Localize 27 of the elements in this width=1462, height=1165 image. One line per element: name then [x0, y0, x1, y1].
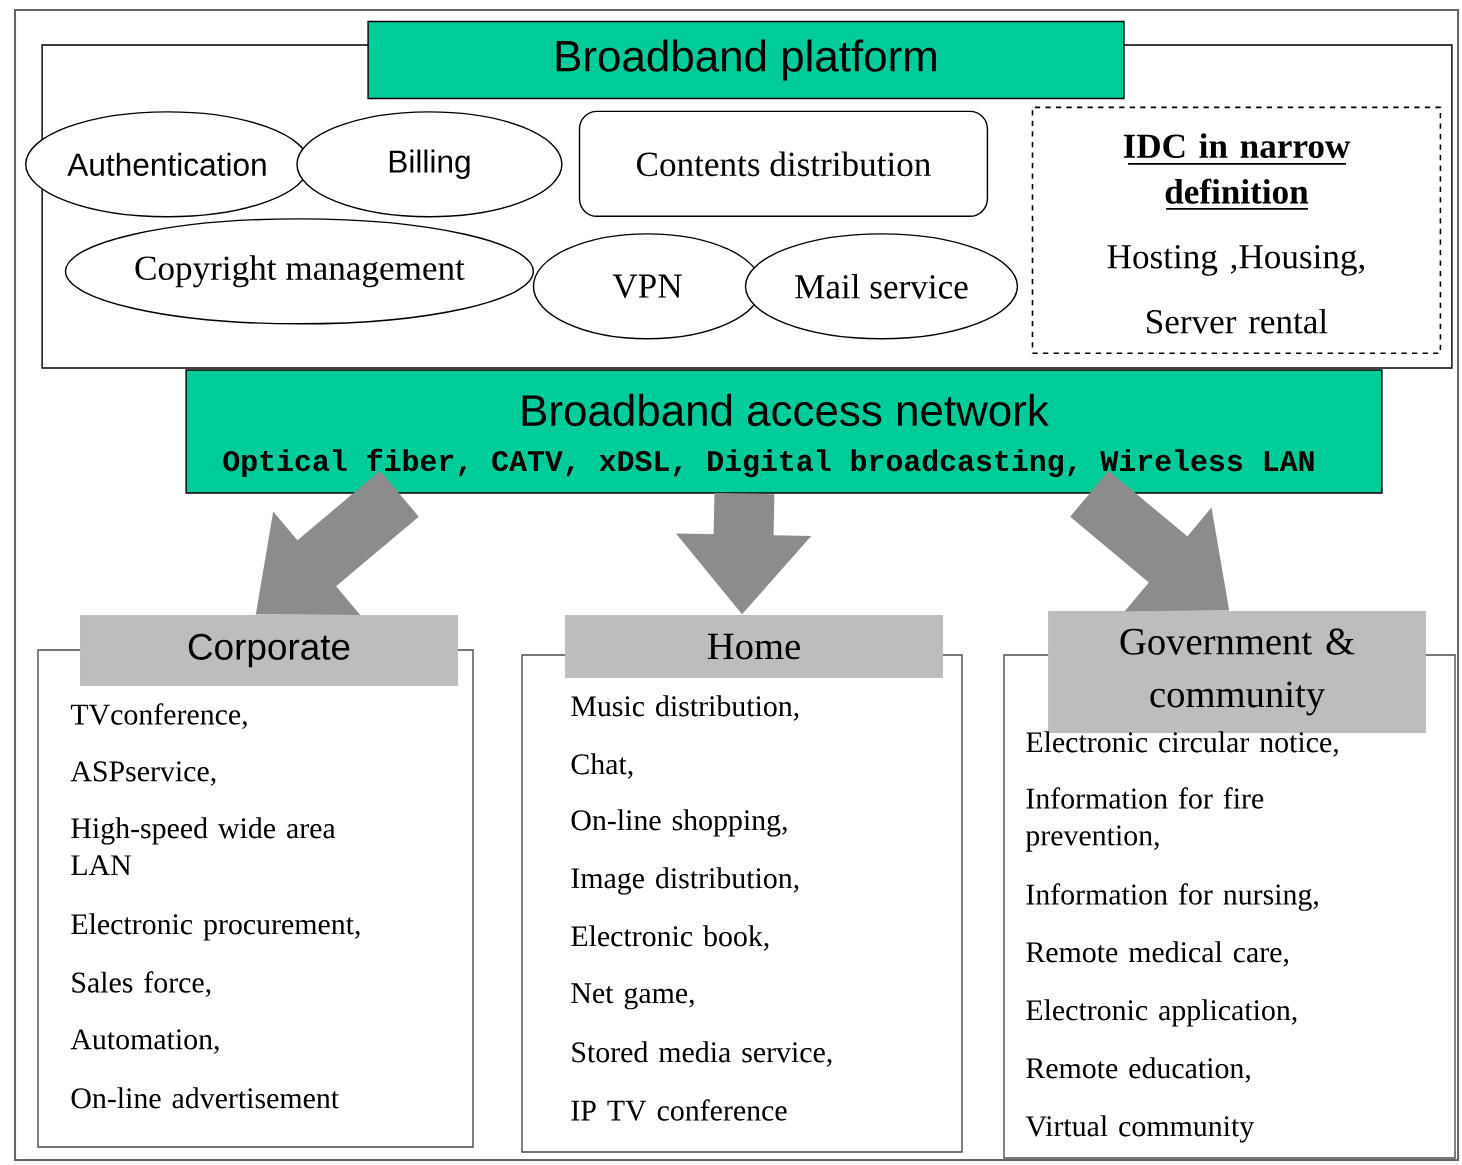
service-item: Virtual community — [1025, 1115, 1255, 1143]
service-item: Sales force, — [72, 971, 211, 997]
network-banner: Broadband access network Optical fiber, CATV, xDSL, Digital broadcasting, Wireless LAN — [185, 369, 1383, 494]
service-item: Chat, — [571, 753, 633, 779]
service-item: Net game, — [571, 983, 694, 1010]
service-item: Remote education, — [1026, 1057, 1250, 1083]
dashed-box: IDC in narrow definition Hosting ,Housing, Server rental — [1031, 106, 1442, 355]
service-item: Automation, — [70, 1029, 219, 1054]
service-item: IP TV conference — [571, 1099, 787, 1121]
panel-heading: Home — [565, 615, 943, 678]
service-item: Image distribution, — [571, 867, 799, 895]
service-item: Electronic circular notice, — [1026, 731, 1338, 757]
service-item: On-line shopping, — [571, 809, 787, 837]
service-item: Information for fire prevention, — [1025, 787, 1264, 852]
service-item: Information for nursing, — [1026, 883, 1318, 911]
service-item: On-line advertisement — [71, 1087, 339, 1109]
service-item: High-speed wide area LAN — [71, 817, 336, 875]
service-item: Music distribution, — [571, 695, 799, 721]
service-item: ASPservice, — [70, 761, 216, 786]
panel-heading: Corporate — [80, 615, 458, 686]
service-item: TVconference, — [70, 703, 247, 729]
service-item: Electronic book, — [571, 925, 769, 951]
service-item: Electronic application, — [1026, 999, 1297, 1027]
service-item: Stored media service, — [572, 1041, 832, 1067]
rounded-box: Contents distribution — [578, 110, 989, 218]
service-item: Remote medical care, — [1026, 941, 1289, 967]
service-item: Electronic procurement, — [71, 913, 360, 941]
